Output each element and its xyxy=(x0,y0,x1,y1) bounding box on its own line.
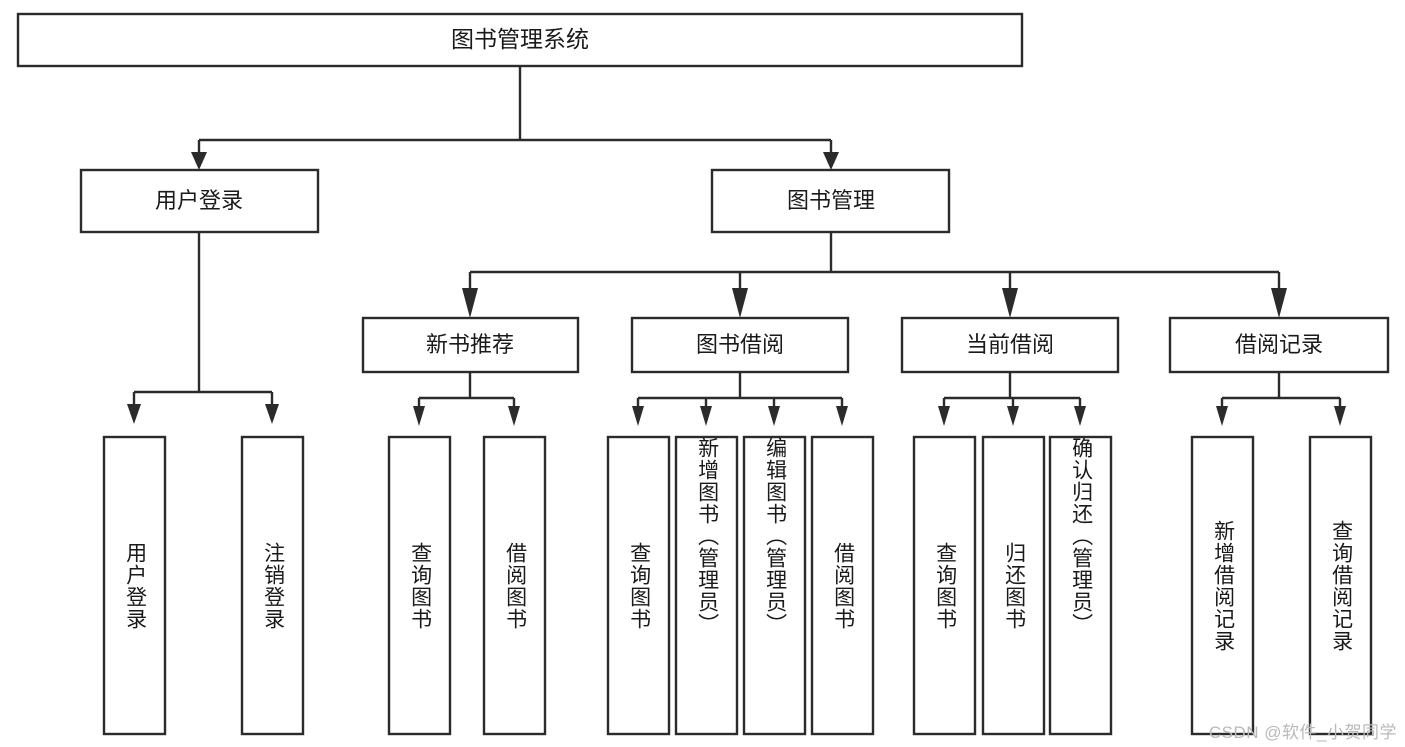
node-root-box[interactable] xyxy=(16,12,1024,68)
node-new-book-recommend-label: 新书推荐 xyxy=(426,332,514,357)
leaf-box-query-book-a[interactable] xyxy=(387,435,452,736)
arrow-head-icon xyxy=(768,406,780,426)
leaf-box-edit-book[interactable] xyxy=(742,435,807,736)
leaf-boxes xyxy=(102,435,1373,736)
arrow-head-icon xyxy=(413,406,425,426)
arrow-head-icon xyxy=(191,152,207,170)
node-book-management-label: 图书管理 xyxy=(787,188,875,213)
leaf-box-borrow-book-a[interactable] xyxy=(482,435,547,736)
arrow-head-icon xyxy=(632,406,644,426)
arrow-head-icon xyxy=(1074,406,1086,426)
leaf-box-query-book-c[interactable] xyxy=(912,435,977,736)
node-user-login-box[interactable] xyxy=(79,168,320,234)
leaf-box-add-record[interactable] xyxy=(1190,435,1255,736)
node-new-book-recommend[interactable]: 新书推荐 xyxy=(361,316,580,374)
node-root-label: 图书管理系统 xyxy=(451,26,589,52)
arrow-head-icon xyxy=(265,404,279,424)
arrow-head-icon xyxy=(1216,406,1228,426)
arrow-head-icon xyxy=(700,406,712,426)
connectors xyxy=(127,66,1346,426)
arrow-head-icon xyxy=(1334,406,1346,426)
node-root[interactable]: 图书管理系统 xyxy=(16,12,1024,68)
arrow-head-icon xyxy=(127,404,141,424)
arrow-head-icon xyxy=(508,406,520,426)
node-user-login[interactable]: 用户登录 xyxy=(79,168,320,234)
leaf-box-borrow-book-b[interactable] xyxy=(810,435,875,736)
arrow-head-icon xyxy=(1007,406,1019,426)
node-book-borrow-label: 图书借阅 xyxy=(696,332,784,357)
arrow-head-icon xyxy=(836,406,848,426)
leaf-box-query-book-b[interactable] xyxy=(606,435,671,736)
node-borrow-record-box[interactable] xyxy=(1168,316,1390,374)
node-borrow-record-label: 借阅记录 xyxy=(1235,332,1323,357)
leaf-box-user-login[interactable] xyxy=(102,435,167,736)
arrow-head-icon xyxy=(1002,288,1018,318)
csdn-watermark: CSDN @软件_小贺同学 xyxy=(1208,723,1397,742)
leaf-box-return-book[interactable] xyxy=(981,435,1046,736)
node-borrow-record[interactable]: 借阅记录 xyxy=(1168,316,1390,374)
arrow-head-icon xyxy=(1271,288,1287,318)
node-book-management-box[interactable] xyxy=(710,168,951,234)
leaf-box-logout[interactable] xyxy=(240,435,305,736)
arrow-head-icon xyxy=(938,406,950,426)
node-current-borrow-label: 当前借阅 xyxy=(966,332,1054,357)
node-user-login-label: 用户登录 xyxy=(155,188,243,213)
arrow-head-icon xyxy=(732,288,748,318)
leaf-box-confirm-return[interactable] xyxy=(1048,435,1113,736)
node-book-borrow-box[interactable] xyxy=(630,316,850,374)
node-book-borrow[interactable]: 图书借阅 xyxy=(630,316,850,374)
arrow-head-icon xyxy=(462,288,478,318)
node-current-borrow-box[interactable] xyxy=(900,316,1120,374)
arrow-head-icon xyxy=(823,152,839,170)
leaf-box-query-record[interactable] xyxy=(1308,435,1373,736)
node-current-borrow[interactable]: 当前借阅 xyxy=(900,316,1120,374)
node-new-book-recommend-box[interactable] xyxy=(361,316,580,374)
node-book-management[interactable]: 图书管理 xyxy=(710,168,951,234)
leaf-box-add-book[interactable] xyxy=(674,435,739,736)
